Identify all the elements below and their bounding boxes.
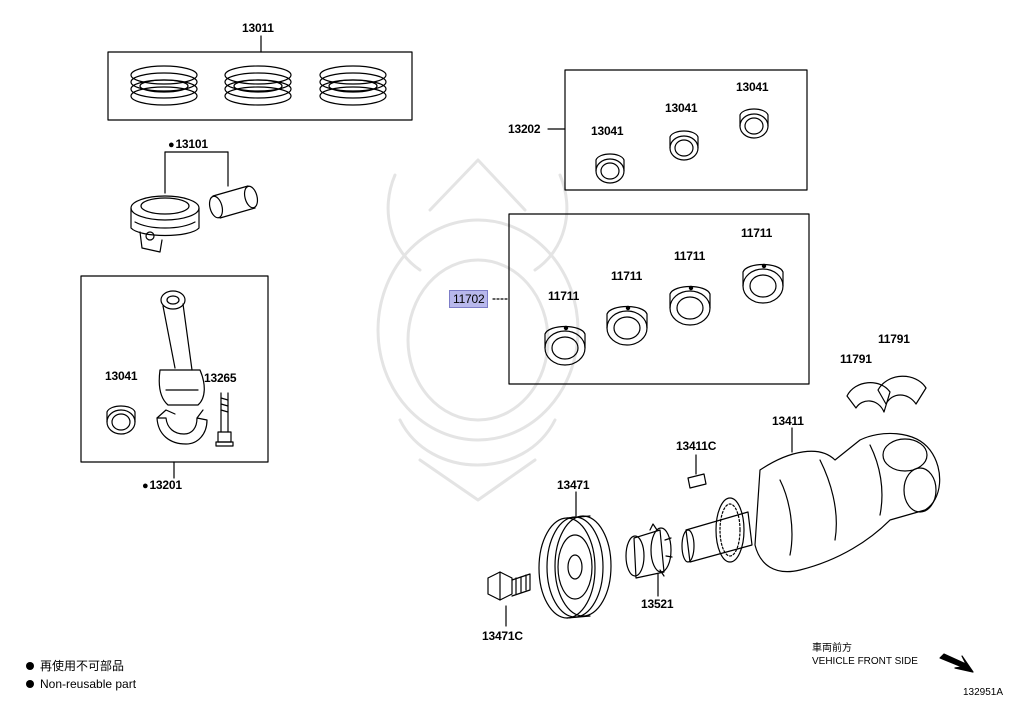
direction-en: VEHICLE FRONT SIDE <box>812 656 918 667</box>
box-piston-rings <box>107 51 413 121</box>
rod-bearing-cap <box>156 409 208 445</box>
main-bearing-11711-b <box>606 305 648 346</box>
label-13041-d[interactable]: 13041 <box>105 369 138 383</box>
piston-ring-set-3 <box>319 65 387 106</box>
bearing-13041-a <box>595 153 625 184</box>
main-bearing-11711-a <box>544 325 586 366</box>
label-11791-a[interactable]: 11791 <box>840 352 872 366</box>
label-13411[interactable]: 13411 <box>772 414 804 428</box>
crank-pulley <box>538 515 612 619</box>
crank-key <box>687 473 707 489</box>
legend-jp: 再使用不可部品 <box>26 659 124 674</box>
label-13101[interactable]: ●13101 <box>168 137 208 151</box>
piston-ring-set-2 <box>224 65 292 106</box>
label-13411c[interactable]: 13411C <box>676 439 717 453</box>
label-13011[interactable]: 13011 <box>242 21 274 35</box>
label-11711-c[interactable]: 11711 <box>674 249 706 263</box>
piston-pin <box>208 185 259 219</box>
legend-en: Non-reusable part <box>26 677 136 692</box>
main-bearing-11711-c <box>669 285 711 326</box>
label-11711-a[interactable]: 11711 <box>548 289 580 303</box>
bearing-13041-b <box>669 130 699 161</box>
legend-dot-icon <box>26 680 34 688</box>
label-11711-d[interactable]: 11711 <box>741 226 773 240</box>
box-bearings-13202 <box>564 69 808 191</box>
label-13471c[interactable]: 13471C <box>482 629 523 643</box>
crankshaft <box>681 432 941 573</box>
label-11711-b[interactable]: 11711 <box>611 269 643 283</box>
label-13201[interactable]: ●13201 <box>142 478 182 492</box>
thrust-washer-b <box>877 375 927 405</box>
label-11791-b[interactable]: 11791 <box>878 332 910 346</box>
timing-sprocket <box>625 523 673 579</box>
figure-code: 132951A <box>963 687 1004 698</box>
connecting-rod <box>158 290 205 406</box>
vehicle-front-arrow <box>939 653 974 673</box>
piston <box>130 195 200 253</box>
rod-bolt-13265 <box>215 392 234 447</box>
label-13265[interactable]: 13265 <box>204 371 237 385</box>
thrust-washer-a <box>846 382 891 413</box>
direction-jp: 車両前方 <box>812 643 852 654</box>
rod-bearing-13041 <box>106 405 136 435</box>
label-13041-a[interactable]: 13041 <box>591 124 624 138</box>
piston-ring-set-1 <box>130 65 198 106</box>
bearing-13041-c <box>739 108 769 139</box>
main-bearing-11711-d <box>742 263 784 304</box>
label-13041-b[interactable]: 13041 <box>665 101 698 115</box>
label-13041-c[interactable]: 13041 <box>736 80 769 94</box>
label-13471[interactable]: 13471 <box>557 478 590 492</box>
watermark-emblem <box>376 158 580 502</box>
label-13201-text: 13201 <box>149 478 182 492</box>
legend-jp-text: 再使用不可部品 <box>40 659 125 673</box>
label-13202[interactable]: 13202 <box>508 122 541 136</box>
label-13521[interactable]: 13521 <box>641 597 674 611</box>
legend-dot-icon <box>26 662 34 670</box>
box-main-bearings-11702 <box>508 213 810 385</box>
legend-en-text: Non-reusable part <box>40 677 137 691</box>
label-11702-highlighted[interactable]: 11702 <box>449 290 489 308</box>
label-13101-text: 13101 <box>175 137 208 151</box>
pulley-bolt <box>487 571 531 601</box>
